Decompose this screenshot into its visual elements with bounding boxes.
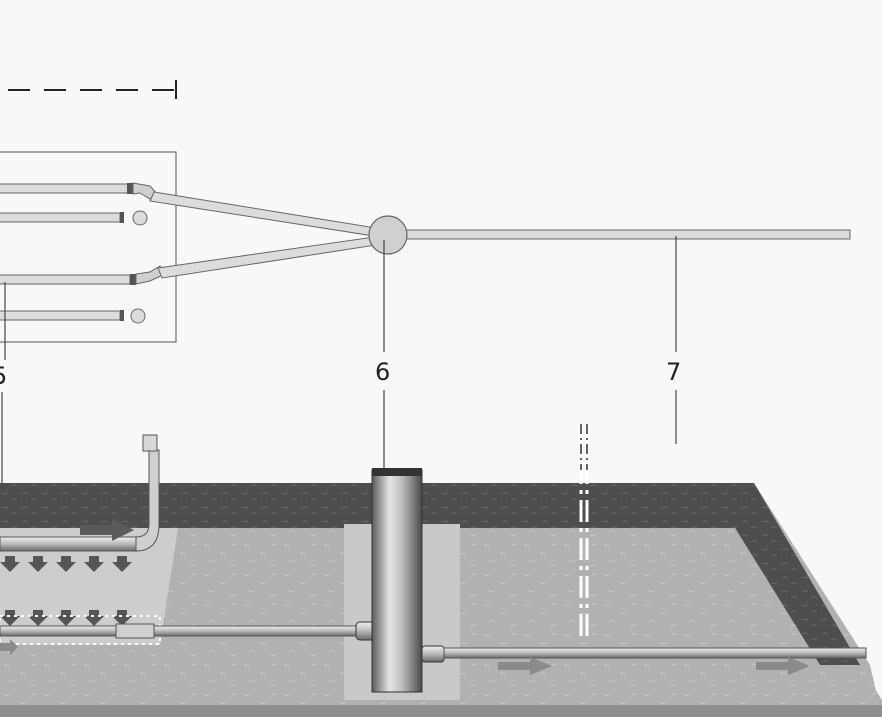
flow-arrow-icon bbox=[80, 519, 134, 541]
flow-arrow-icon bbox=[0, 639, 18, 655]
infiltration-field-outline bbox=[0, 151, 177, 343]
plan-drain-pipes bbox=[0, 183, 148, 324]
outlet-pipe bbox=[421, 645, 867, 663]
soil-bottom-edge bbox=[0, 705, 882, 717]
dimension-line bbox=[8, 80, 177, 99]
gravel-zone bbox=[0, 615, 161, 645]
callout-5: 5 bbox=[0, 362, 7, 390]
plan-collector-pipes bbox=[149, 191, 851, 279]
plan-bend-connectors bbox=[132, 182, 164, 285]
plan-pipe-couplers bbox=[120, 183, 136, 321]
flow-arrow-icon bbox=[498, 657, 552, 675]
callout-7: 7 bbox=[666, 358, 681, 386]
manhole-plan-view bbox=[368, 215, 408, 255]
seepage-arrow-icon bbox=[0, 556, 132, 626]
flow-arrow-icon bbox=[756, 657, 810, 675]
property-boundary-line bbox=[579, 424, 589, 636]
infiltration-pipe bbox=[0, 434, 160, 552]
manhole-shaft bbox=[371, 468, 423, 693]
grass-layer bbox=[0, 483, 860, 665]
callout-6: 6 bbox=[375, 358, 390, 386]
